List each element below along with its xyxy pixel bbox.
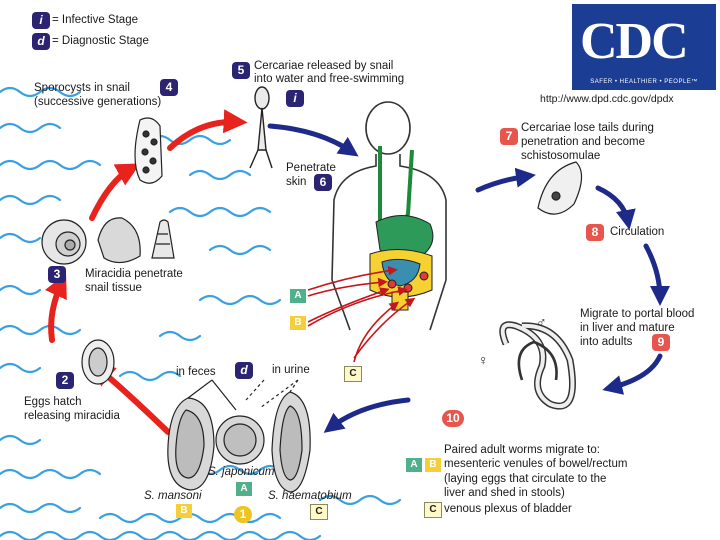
badge-c-haematobium: C: [310, 504, 328, 520]
infective-stage-icon: i: [32, 12, 50, 29]
badge-a-organ: A: [290, 289, 306, 303]
step-10-line1: Paired adult worms migrate to:: [444, 444, 600, 456]
step-6-line1: Penetrate: [286, 162, 336, 174]
arrow-9-to-10: [602, 353, 663, 395]
step-5-line1: Cercariae released by snail: [254, 60, 394, 72]
water-waves: [0, 86, 402, 540]
arrow-3-to-4: [89, 163, 141, 221]
step-3-line1: Miracidia penetrate: [85, 268, 183, 280]
s-mansoni-label: S. mansoni: [144, 490, 202, 502]
step-2-badge: 2: [56, 372, 74, 389]
badge-c-bladder: C: [424, 502, 442, 518]
step-8-label: Circulation: [610, 226, 665, 238]
organ-pointer-arrows: [307, 266, 416, 363]
diagnostic-stage-marker: d: [235, 362, 253, 379]
source-url[interactable]: http://www.dpd.cdc.gov/dpdx: [540, 93, 674, 105]
step-1-badge: 1: [234, 506, 252, 523]
legend-diagnostic-label: = Diagnostic Stage: [52, 35, 149, 47]
step-9-line3: into adults: [580, 336, 633, 348]
egg-illustrations: [167, 391, 311, 493]
step-6-badge: 6: [314, 174, 332, 191]
step-5-badge: 5: [232, 62, 250, 79]
step-4-line1: Sporocysts in snail: [34, 82, 130, 94]
arrow-6-to-7: [475, 167, 536, 193]
arrow-10-to-1: [323, 397, 411, 433]
step-10-line5: venous plexus of bladder: [444, 503, 572, 515]
s-haematobium-label: S. haematobium: [268, 490, 352, 502]
navy-cycle-arrows: [267, 123, 670, 433]
s-japonicum-label: S. japonicum: [208, 466, 275, 478]
step-4-badge: 4: [160, 79, 178, 96]
step-6-line2: skin: [286, 176, 307, 188]
badge-a-japonicum: A: [236, 482, 252, 496]
arrow-2-to-3: [45, 273, 67, 343]
cdc-logo-text: CDC: [580, 13, 689, 70]
badge-c-organ: C: [344, 366, 362, 382]
female-symbol: ♀: [478, 352, 489, 368]
egg-pointer-lines: [187, 379, 299, 411]
arrow-5-to-6: [267, 123, 359, 157]
step-9-line1: Migrate to portal blood: [580, 308, 695, 320]
snail-illustrations: [41, 217, 175, 265]
badge-b-mansoni: B: [176, 504, 192, 518]
legend-infective-label: = Infective Stage: [52, 14, 138, 26]
step-9-line2: in liver and mature: [580, 322, 675, 334]
infective-stage-marker: i: [286, 90, 304, 107]
sporocyst-illustration: [134, 117, 163, 184]
step-3-badge: 3: [48, 266, 66, 283]
step-9-badge: 9: [652, 334, 670, 351]
step-7-line1: Cercariae lose tails during: [521, 122, 654, 134]
step-7-badge: 7: [500, 128, 518, 145]
step-7-line3: schistosomulae: [521, 150, 601, 162]
step-7-line2: penetration and become: [521, 136, 646, 148]
cercaria-illustration: [249, 86, 273, 169]
step-10-line4: liver and shed in stools): [444, 487, 565, 499]
cdc-tagline: SAFER • HEALTHIER • PEOPLE™: [590, 79, 698, 85]
step-2-line1: Eggs hatch: [24, 396, 82, 408]
step-10-line3: (laying eggs that circulate to the: [444, 473, 607, 485]
diagnostic-stage-icon: d: [32, 33, 50, 50]
male-symbol: ♂: [536, 314, 547, 330]
arrow-7-to-8: [595, 185, 636, 230]
arrow-8-to-9: [643, 243, 670, 306]
step-10-badge: 10: [442, 410, 464, 427]
schistosomulum-illustration: [537, 161, 583, 215]
badge-b-organ: B: [290, 316, 306, 330]
red-cycle-arrows: [45, 109, 248, 435]
in-urine-label: in urine: [272, 364, 310, 376]
miracidium-illustration: [81, 339, 115, 385]
cdc-logo: CDC SAFER • HEALTHIER • PEOPLE™: [572, 4, 716, 90]
step-2-line2: releasing miracidia: [24, 410, 120, 422]
step-8-badge: 8: [586, 224, 604, 241]
step-4-line2: (successive generations): [34, 96, 162, 108]
step-5-line2: into water and free-swimming: [254, 73, 405, 85]
badge-a-mesenteric: A: [406, 458, 422, 472]
arrow-4-to-5: [167, 109, 248, 151]
step-10-line2: mesenteric venules of bowel/rectum: [444, 458, 628, 470]
in-feces-label: in feces: [176, 366, 216, 378]
step-3-line2: snail tissue: [85, 282, 142, 294]
badge-b-mesenteric: B: [425, 458, 441, 472]
internal-organs: [369, 146, 434, 311]
adult-worms-illustration: [499, 321, 576, 410]
